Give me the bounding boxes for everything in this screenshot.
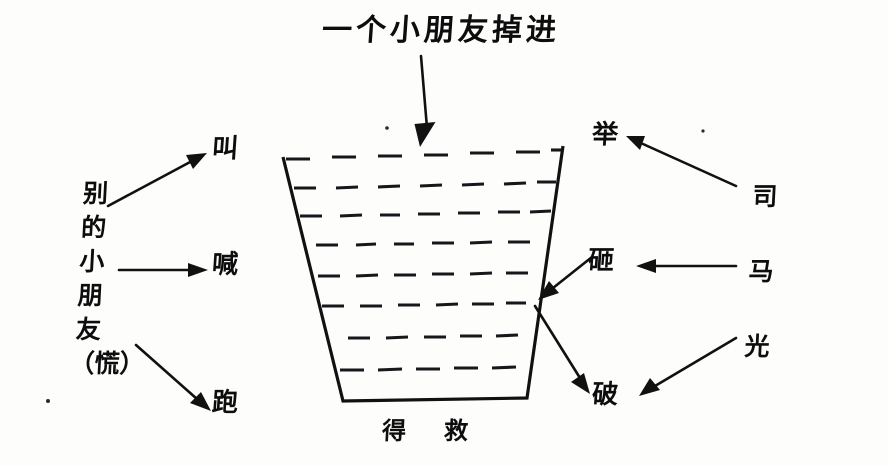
left-label-char-5: 友 <box>75 317 102 344</box>
arrow-left-to-han <box>117 263 208 277</box>
water-vat-shape <box>281 145 565 403</box>
left-label-char-3: 小 <box>78 249 106 276</box>
outcome-pao: 跑 <box>211 388 240 417</box>
bottom-caption: 得 救 <box>381 419 485 445</box>
left-label-char-1: 别 <box>82 181 109 208</box>
outcome-ju: 举 <box>591 120 620 149</box>
outcome-po: 破 <box>591 380 620 409</box>
arrow-za-to-vat <box>538 255 594 300</box>
right-label-char-1: 司 <box>751 184 779 211</box>
arrow-left-to-pao <box>134 343 211 411</box>
ink-speck-3 <box>46 399 50 403</box>
right-label-char-3: 光 <box>743 334 771 361</box>
ink-speck <box>385 126 389 130</box>
arrow-fall-in <box>414 54 436 147</box>
arrow-si-to-ju <box>626 136 738 188</box>
arrow-ma-to-za <box>636 259 738 273</box>
arrow-guang-to-po <box>639 336 738 396</box>
left-label-char-4: 朋 <box>76 283 104 310</box>
water-dashes <box>286 148 562 372</box>
left-label-char-2: 的 <box>80 215 107 242</box>
top-caption: 一个小朋友掉进 <box>320 14 562 47</box>
left-label-char-6: （慌） <box>68 351 146 378</box>
arrow-vat-to-po <box>533 304 590 394</box>
ink-speck-2 <box>701 129 705 133</box>
arrow-left-to-jiao <box>106 153 207 208</box>
outcome-za: 砸 <box>587 246 616 275</box>
right-label-char-2: 马 <box>747 259 775 286</box>
outcome-jiao: 叫 <box>211 134 240 163</box>
outcome-han: 喊 <box>211 250 240 279</box>
